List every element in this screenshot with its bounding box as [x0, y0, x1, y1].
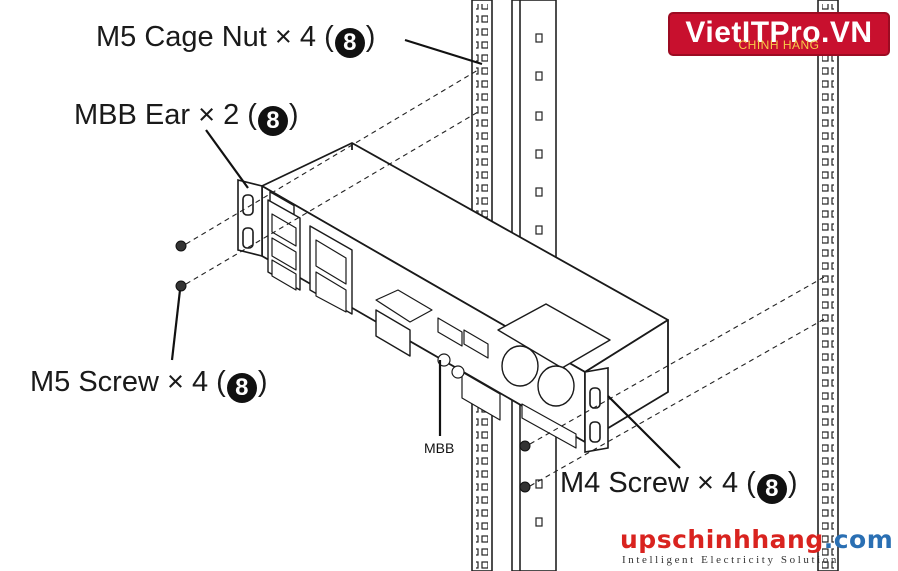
m5-screw-text: M5 Screw × 4 (: [30, 366, 226, 398]
brand-logo: upschinhhang.com Intelligent Electricity…: [620, 526, 896, 567]
cage-nut-label: M5 Cage Nut × 4 (8): [96, 20, 375, 58]
right-mbb-ear: [584, 367, 609, 453]
mbb-ear-text: MBB Ear × 2 (: [74, 99, 257, 131]
brand-tagline: Intelligent Electricity Solution: [622, 554, 840, 566]
middle-rail-slots: [535, 33, 543, 527]
mbb-ear-label: MBB Ear × 2 (8): [74, 98, 299, 136]
m5-screw-number-badge: 8: [226, 373, 257, 403]
alignment-lines: [185, 69, 827, 487]
vietitpro-watermark: VietITPro.VN CHINH HANG: [670, 14, 888, 54]
cage-nut-number-badge: 8: [334, 28, 365, 58]
m5-screw-label: M5 Screw × 4 (8): [30, 365, 267, 403]
m4-screw-text: M4 Screw × 4 (: [560, 467, 756, 499]
brand-name-domain: .com: [823, 525, 894, 554]
m4-screw-number-badge: 8: [756, 474, 787, 504]
m4-screw-close: ): [787, 467, 798, 499]
cage-nut-text: M5 Cage Nut × 4 (: [96, 21, 334, 53]
m5-screw-close: ): [257, 366, 268, 398]
screw-icons: [175, 240, 531, 493]
leader-lines: [170, 38, 681, 469]
m4-screw-label: M4 Screw × 4 (8): [560, 466, 797, 504]
mbb-ear-close: ): [288, 99, 299, 131]
left-mbb-ear: [237, 178, 263, 258]
watermark-sub: CHINH HANG: [738, 38, 820, 52]
right-rack-rail: [817, 0, 839, 571]
mbb-ear-number-badge: 8: [257, 106, 288, 136]
brand-name: upschinhhang.com: [620, 526, 896, 554]
mbb-label: MBB: [424, 440, 455, 456]
brand-name-main: upschinhhang: [620, 525, 824, 554]
watermark-main: VietITPro.VN: [685, 16, 873, 49]
cage-nut-close: ): [365, 21, 376, 53]
